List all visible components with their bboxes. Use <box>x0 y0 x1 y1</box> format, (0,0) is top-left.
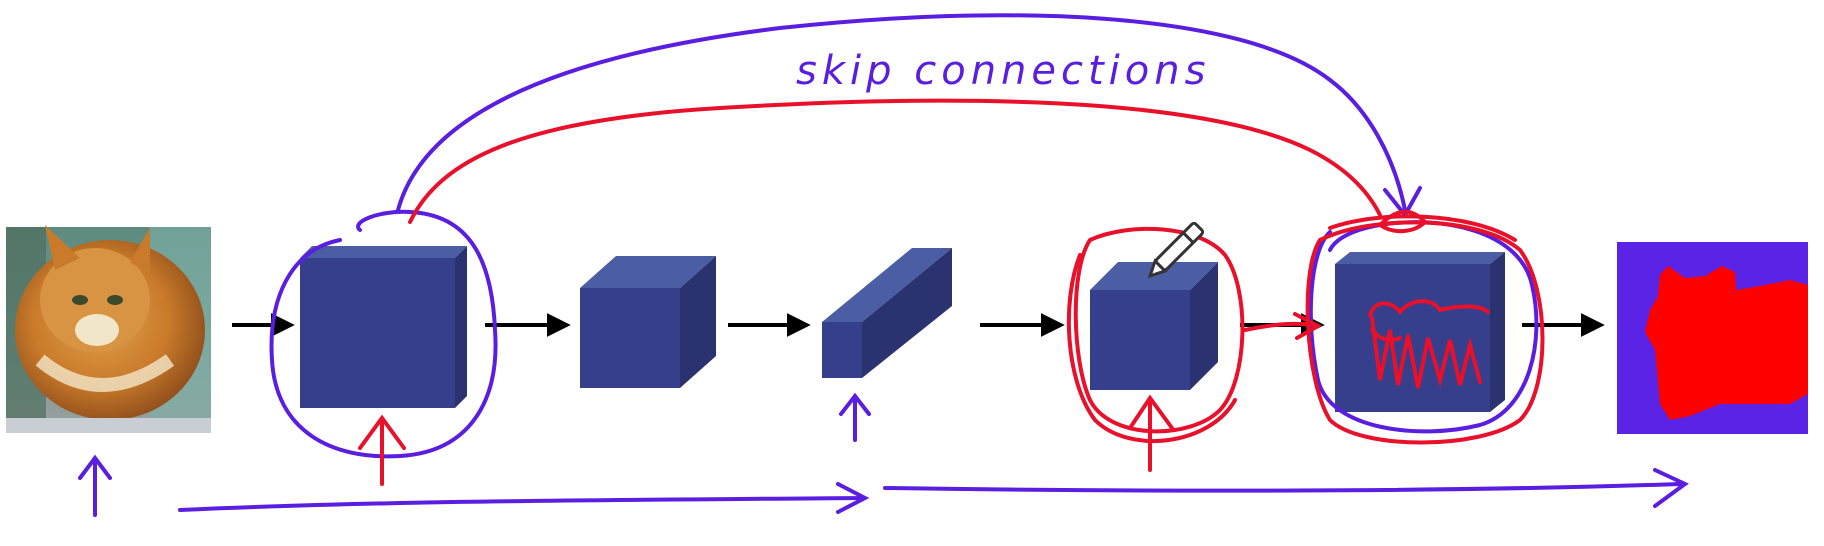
blue-annotations <box>78 13 1689 517</box>
blue-bottom-arrow-left <box>178 482 870 514</box>
input-image <box>6 225 211 433</box>
skip-connections-label: skip connections <box>796 48 1210 94</box>
blue-up-arrow-input <box>78 454 112 517</box>
pen-icon <box>1147 221 1205 279</box>
output-image <box>1617 242 1808 434</box>
red-up-arrow-decoder1 <box>1128 394 1174 472</box>
red-circle-decoder2-b <box>1328 214 1517 242</box>
blue-bottom-arrow-right <box>883 468 1689 508</box>
red-up-arrow-cube1 <box>358 414 406 486</box>
blue-skip-arc <box>396 13 1407 212</box>
red-circle-decoder1-b <box>1066 253 1237 443</box>
red-annotations <box>358 98 1545 486</box>
cube-decoder-2 <box>1335 252 1505 412</box>
cube-bottleneck <box>822 248 952 378</box>
cube-encoder-1 <box>300 246 467 408</box>
cube-decoder-1 <box>1090 262 1218 390</box>
cube-encoder-2 <box>580 256 716 388</box>
red-circle-decoder2-a <box>1305 220 1545 445</box>
red-scribble-decoder2 <box>1368 299 1490 389</box>
red-skip-arc <box>408 98 1382 224</box>
blue-up-arrow-bottleneck <box>839 392 871 442</box>
blue-circle-cube1 <box>269 209 498 459</box>
